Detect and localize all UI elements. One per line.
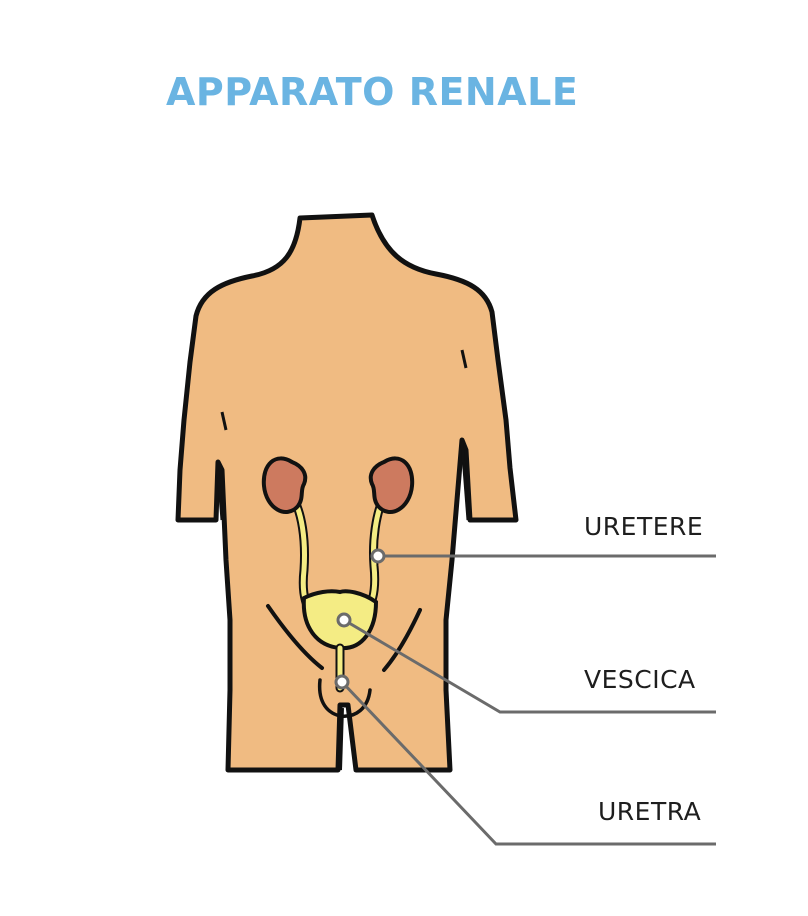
leg-gap-line [338, 707, 344, 771]
bladder-leader-line [343, 618, 716, 714]
inner-arm-left [216, 469, 224, 521]
urethra-leader-line [340, 680, 716, 846]
diagram-title: APPARATO RENALE [166, 70, 579, 114]
urethra-pointer-dot [334, 674, 350, 690]
right-hip-crease [382, 608, 422, 672]
bladder-label: VESCICA [584, 665, 696, 694]
chest-line-left [220, 411, 228, 431]
inner-arm-right [460, 441, 470, 521]
ureter-label: URETERE [584, 512, 704, 541]
torso-silhouette [175, 212, 519, 773]
left-kidney [261, 456, 308, 514]
ureter-pointer-dot [370, 548, 386, 564]
right-kidney [368, 456, 415, 514]
urethra-label: URETRA [598, 797, 702, 826]
bladder-pointer-dot [336, 612, 352, 628]
left-hip-crease [266, 604, 324, 670]
chest-line-right [460, 349, 468, 369]
